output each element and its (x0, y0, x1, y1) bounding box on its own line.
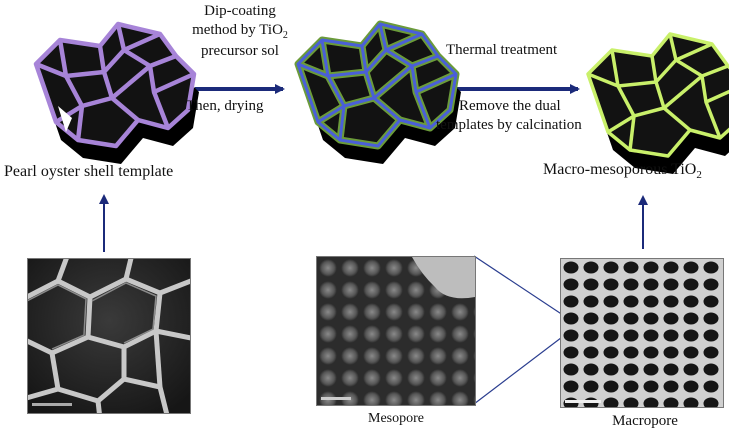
sem-shell-template-image (27, 258, 191, 414)
mesopore-caption: Mesopore (368, 411, 424, 426)
product-caption: Macro-mesoporous TiO2 (543, 161, 702, 184)
calcined-tio2-block (586, 32, 729, 174)
step1-label-line2-main: method by TiO (192, 22, 283, 38)
step1-after-label: Then, drying (186, 98, 264, 114)
pearl-shell-template-block (33, 21, 199, 164)
step1-label-line1: Dip-coating (204, 3, 276, 19)
coated-block (294, 20, 461, 164)
tem-mesopore-image (316, 256, 476, 406)
product-caption-sub: 2 (696, 169, 702, 182)
step1-label-line2-sub: 2 (282, 30, 288, 41)
template-caption: Pearl oyster shell template (4, 163, 174, 180)
step2-label-line2: Remove the dual (459, 98, 561, 114)
sem-macropore-image (560, 258, 724, 408)
macropore-caption: Macropore (612, 413, 678, 429)
step2-label-line3: templates by calcination (436, 117, 582, 133)
step1-label-line2: method by TiO2 (170, 21, 310, 45)
step1-label-line3: precursor sol (201, 43, 279, 59)
product-caption-main: Macro-mesoporous TiO (543, 161, 697, 178)
step2-label-line1: Thermal treatment (446, 42, 558, 58)
